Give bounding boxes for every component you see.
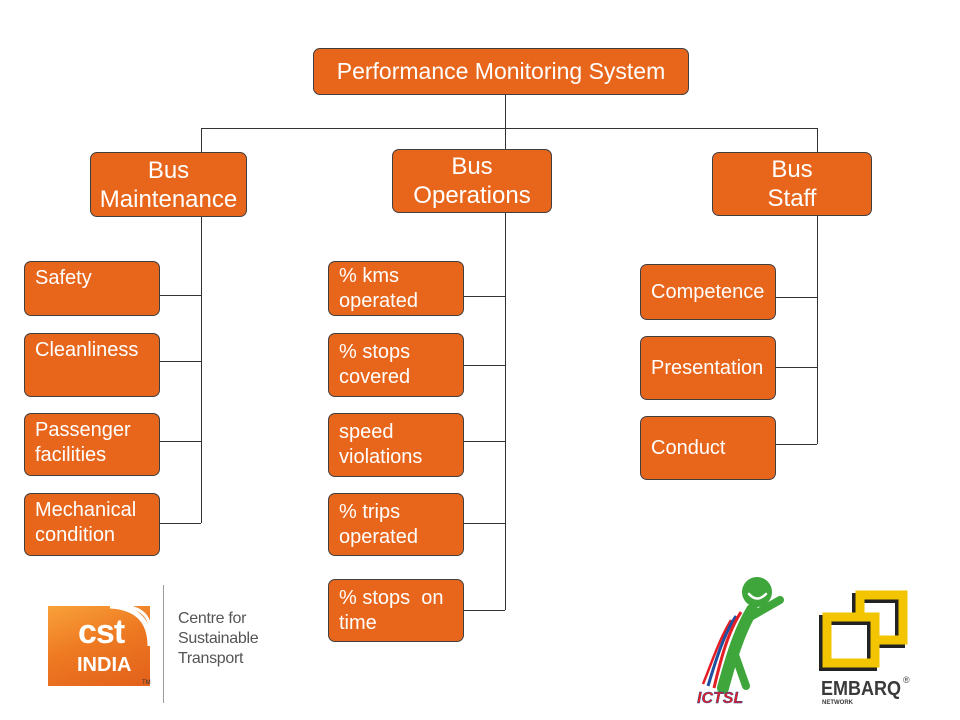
metric-label-line: violations: [339, 446, 423, 468]
metric-label-line: Conduct: [651, 436, 726, 459]
metric-node-trips-operated: % trips operated: [328, 493, 464, 556]
cst-india-logo: cst INDIA: [48, 606, 150, 686]
metric-label-line: % stops on: [339, 586, 444, 609]
cst-logo-country: INDIA: [77, 654, 132, 676]
metric-label-line: covered: [339, 366, 411, 388]
metric-label-line: % trips: [339, 500, 401, 523]
metric-node-kms-operated: % kms operated: [328, 261, 464, 316]
ictsl-wordmark: ICTSL: [697, 690, 743, 707]
branch-title-line: Bus: [451, 153, 493, 180]
cst-name-line: Transport: [178, 650, 244, 667]
branch-title-line: Staff: [767, 185, 817, 212]
branch-title-line: Operations: [413, 182, 531, 209]
embarq-squares-icon: [819, 590, 908, 671]
logo-divider: [163, 585, 164, 703]
cst-name-line: Centre for: [178, 610, 247, 627]
ictsl-figure-icon: [701, 577, 784, 694]
branch-title-line: Bus: [771, 156, 813, 183]
embarq-registered-mark: ®: [903, 675, 910, 685]
embarq-logo: EMBARQ ® NETWORK: [819, 590, 910, 706]
metric-label-line: % kms: [339, 264, 399, 287]
metric-node-cleanliness: Cleanliness: [24, 333, 160, 397]
metric-node-presentation: Presentation: [640, 336, 776, 400]
cst-logo-wordmark: cst: [78, 613, 125, 651]
cst-name-line: Sustainable: [178, 630, 259, 647]
metric-label-line: Cleanliness: [35, 339, 139, 361]
metric-label-line: Safety: [35, 267, 92, 289]
branch-node-bus-staff: Bus Staff: [712, 152, 872, 216]
metric-label-line: Presentation: [651, 356, 764, 379]
metric-node-competence: Competence: [640, 264, 776, 320]
metric-label-line: time: [339, 611, 377, 634]
metric-label-line: Passenger: [35, 419, 131, 441]
embarq-wordmark: EMBARQ: [821, 678, 901, 700]
metric-node-passenger-facilities: Passenger facilities: [24, 413, 160, 476]
metric-label-line: % stops: [339, 341, 411, 363]
cst-trademark: TM: [142, 680, 151, 686]
metric-node-stops-on-time: % stops on time: [328, 579, 464, 642]
metric-node-speed-violations: speed violations: [328, 413, 464, 477]
metric-node-mechanical-condition: Mechanical condition: [24, 493, 160, 556]
cst-organization-name: Centre for Sustainable Transport: [178, 609, 259, 669]
metric-label-line: operated: [339, 289, 418, 312]
metric-label-line: operated: [339, 525, 418, 548]
root-node: Performance Monitoring System: [313, 48, 689, 95]
cst-swoosh-icon: [109, 606, 150, 647]
metric-label-line: condition: [35, 524, 116, 546]
embarq-tagline: NETWORK: [822, 700, 854, 706]
branch-node-bus-maintenance: Bus Maintenance: [90, 152, 247, 217]
metric-node-safety: Safety: [24, 261, 160, 316]
metric-label-line: Competence: [651, 280, 765, 303]
metric-node-stops-covered: % stops covered: [328, 333, 464, 397]
metric-label-line: Mechanical: [35, 499, 137, 521]
metric-label-line: speed: [339, 421, 394, 443]
root-label: Performance Monitoring System: [336, 58, 666, 84]
branch-node-bus-operations: Bus Operations: [392, 149, 552, 213]
ictsl-logo: ICTSL: [697, 577, 784, 707]
branch-title-line: Bus: [147, 156, 190, 184]
branch-title-line: Maintenance: [99, 185, 238, 213]
metric-node-conduct: Conduct: [640, 416, 776, 480]
metric-label-line: facilities: [35, 444, 107, 466]
